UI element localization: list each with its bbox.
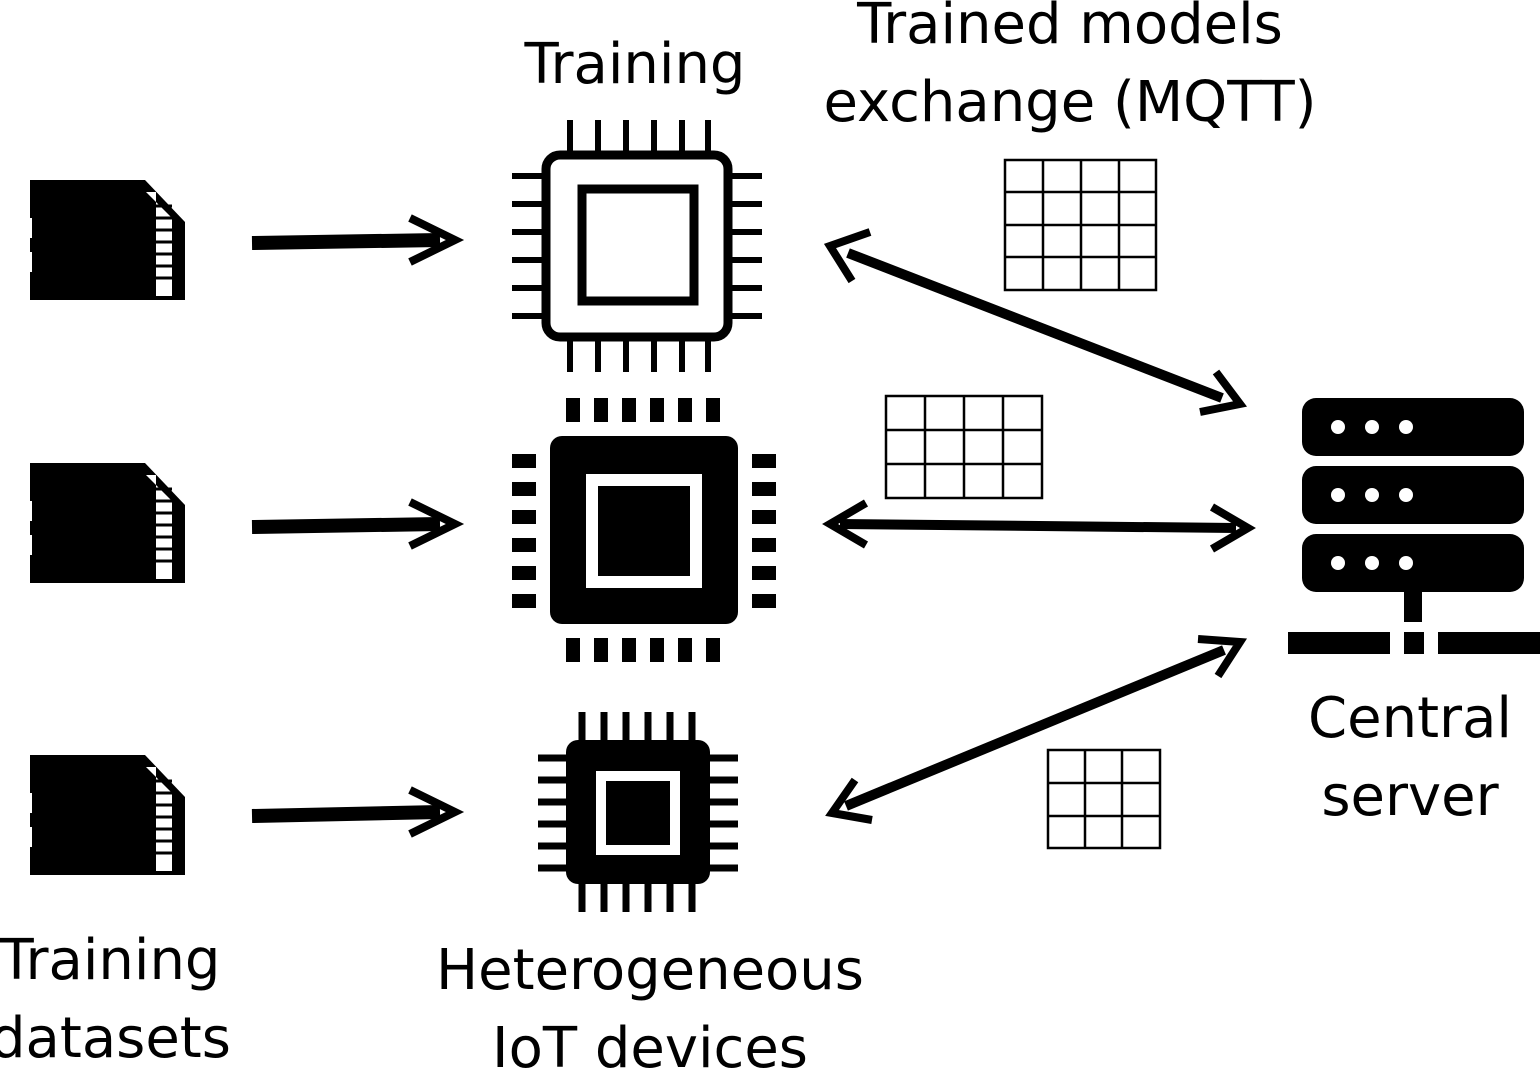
- training-datasets-label: Training datasets: [0, 922, 231, 1078]
- training-datasets-line1: Training: [0, 928, 221, 993]
- model-exchange-arrow: [825, 635, 1248, 824]
- sd-card-icon: [18, 178, 187, 302]
- server-icon: [1288, 398, 1540, 654]
- microchip-icon: [512, 120, 762, 372]
- models-exchange-line2: exchange (MQTT): [823, 70, 1317, 135]
- central-server-label: Central server: [1270, 680, 1540, 836]
- iot-devices-line1: Heterogeneous: [436, 938, 864, 1003]
- dataset-to-device-arrow: [251, 214, 465, 266]
- training-label-text: Training: [524, 32, 746, 97]
- iot-devices-line2: IoT devices: [492, 1016, 808, 1081]
- training-label: Training: [480, 26, 790, 104]
- sd-card-icon: [18, 461, 187, 585]
- training-datasets-line2: datasets: [0, 1006, 231, 1071]
- dataset-to-device-arrow: [251, 786, 465, 838]
- model-grid-icon: [1046, 748, 1162, 850]
- model-exchange-arrow: [823, 228, 1248, 416]
- model-grid-icon: [884, 394, 1044, 500]
- model-grid-icon: [1003, 158, 1158, 292]
- dataset-to-device-arrow: [251, 498, 465, 550]
- central-server-line1: Central: [1308, 686, 1512, 751]
- model-exchange-arrow: [822, 499, 1256, 553]
- microchip-icon: [512, 398, 776, 662]
- central-server-line2: server: [1321, 764, 1499, 829]
- microchip-icon: [538, 712, 738, 912]
- sd-card-icon: [18, 753, 187, 877]
- models-exchange-label: Trained models exchange (MQTT): [800, 0, 1340, 142]
- iot-devices-label: Heterogeneous IoT devices: [420, 932, 880, 1088]
- models-exchange-line1: Trained models: [857, 0, 1283, 57]
